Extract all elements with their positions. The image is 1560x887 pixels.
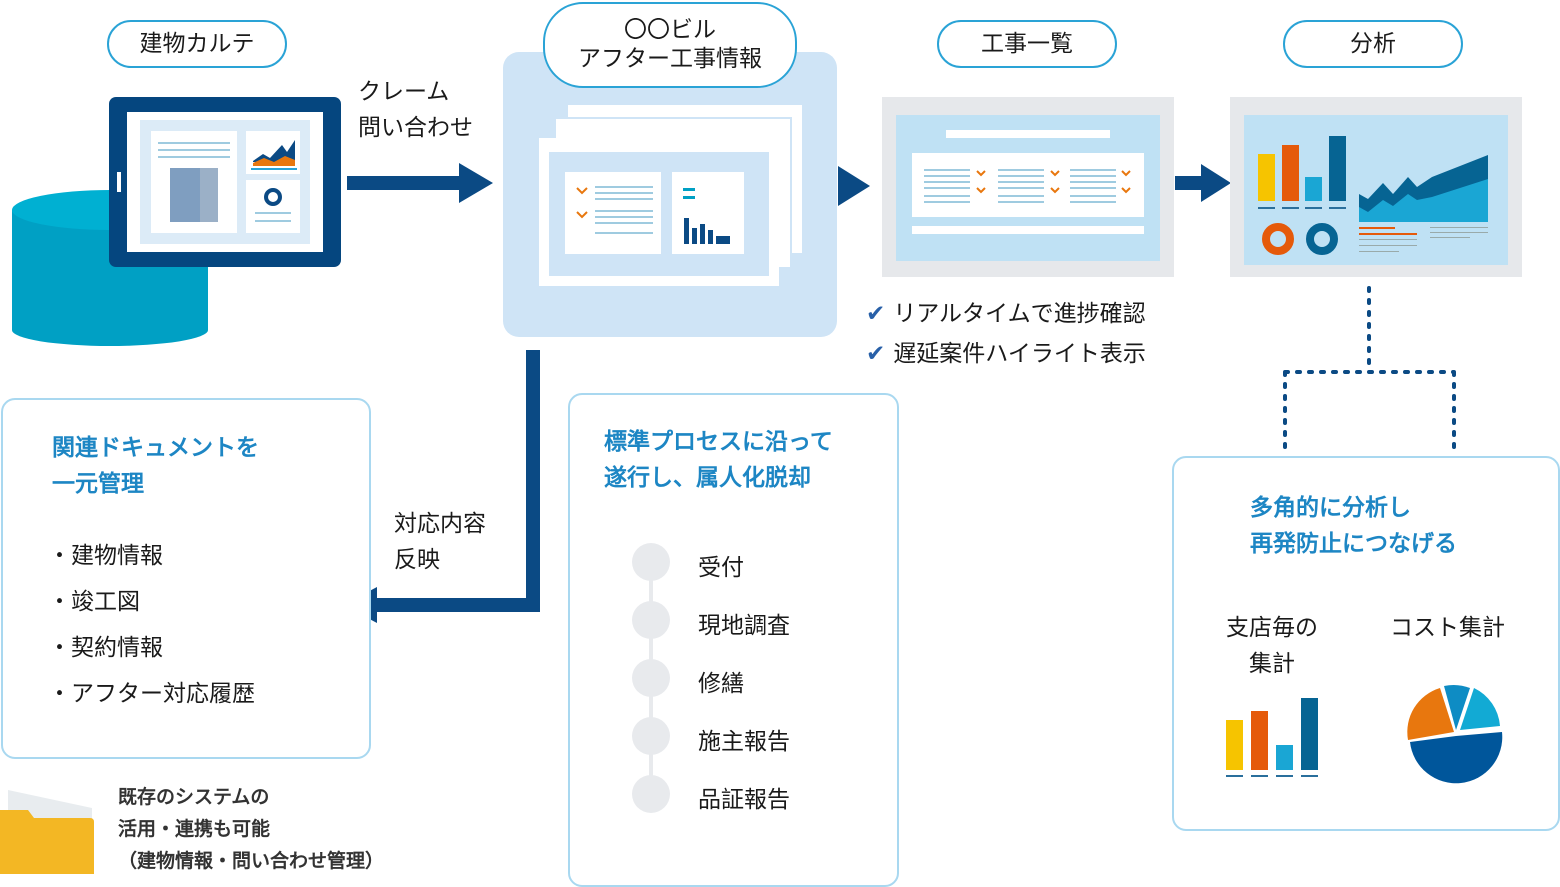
process-step: 品証報告	[698, 787, 790, 813]
claim-label-line: 問い合わせ	[358, 115, 473, 141]
step-dot	[632, 775, 670, 813]
pill-label: 分析	[1350, 30, 1396, 57]
process-step: 受付	[698, 555, 744, 581]
documents-box	[1, 398, 371, 759]
reflect-label-line: 対応内容	[394, 511, 486, 537]
legacy-note: 既存のシステムの 活用・連携も可能 （建物情報・問い合わせ管理）	[118, 781, 384, 877]
feature-delay-highlight: ✔ 遅延案件ハイライト表示	[866, 334, 1146, 368]
pill-label: 建物カルテ	[139, 30, 255, 57]
step-dot	[632, 717, 670, 755]
feature-realtime: ✔ リアルタイムで進捗確認	[866, 294, 1146, 328]
pill-analysis: 分析	[1283, 20, 1463, 68]
tablet-icon	[109, 97, 341, 267]
arrow-right-icon	[838, 166, 870, 206]
database-tablet-illustration	[12, 97, 341, 346]
branch-summary-label: 支店毎の集計	[1214, 610, 1330, 682]
process-heading: 標準プロセスに沿って遂行し、属人化脱却	[604, 424, 833, 496]
check-icon: ✔	[866, 341, 886, 367]
cost-summary-label: コスト集計	[1390, 615, 1505, 641]
pill-label: 〇〇ビル	[624, 17, 716, 44]
claim-label-line: クレーム	[358, 79, 450, 105]
document-item: ・竣工図	[48, 589, 140, 615]
heading-line: 標準プロセスに沿って	[604, 429, 833, 455]
document-item: ・建物情報	[48, 543, 163, 569]
label-line: 集計	[1249, 651, 1295, 677]
document-item-label: アフター対応履歴	[71, 681, 255, 707]
document-item: ・アフター対応履歴	[48, 681, 255, 707]
heading-line: 再発防止につなげる	[1250, 531, 1457, 557]
process-step: 現地調査	[698, 613, 790, 639]
legacy-note-line: （建物情報・問い合わせ管理）	[118, 850, 385, 872]
heading-line: 遂行し、属人化脱却	[604, 465, 811, 491]
document-item-label: 建物情報	[71, 543, 163, 569]
pie-chart-icon	[1407, 684, 1503, 784]
label-line: 支店毎の	[1226, 615, 1318, 641]
dotted-connector	[1283, 286, 1456, 454]
arrow-reflect-icon	[343, 350, 540, 623]
check-icon: ✔	[866, 301, 886, 327]
feature-label: 遅延案件ハイライト表示	[893, 341, 1146, 367]
step-dot	[632, 601, 670, 639]
pill-work-list: 工事一覧	[937, 20, 1117, 68]
folder-icon	[0, 790, 94, 874]
document-item-label: 竣工図	[71, 589, 140, 615]
feature-label: リアルタイムで進捗確認	[893, 301, 1146, 327]
document-item-label: 契約情報	[71, 635, 163, 661]
pill-after-work-info: 〇〇ビル アフター工事情報	[543, 2, 797, 88]
heading-line: 関連ドキュメントを	[52, 435, 259, 461]
process-step: 修繕	[698, 671, 744, 697]
bar-chart-icon	[1226, 698, 1318, 777]
analysis-dashboard-illustration	[1230, 97, 1522, 277]
reflect-label-line: 反映	[394, 547, 440, 573]
heading-line: 多角的に分析し	[1250, 495, 1411, 521]
after-work-documents-illustration	[503, 52, 837, 337]
arrow-right-icon	[347, 163, 493, 203]
document-item: ・契約情報	[48, 635, 163, 661]
process-step: 施主報告	[698, 729, 790, 755]
arrow-right-icon	[1175, 164, 1231, 202]
pill-label: 工事一覧	[981, 30, 1073, 57]
analysis-heading: 多角的に分析し再発防止につなげる	[1250, 490, 1457, 562]
pill-building-karte: 建物カルテ	[107, 20, 287, 68]
step-dot	[632, 659, 670, 697]
heading-line: 一元管理	[52, 471, 144, 497]
step-dot	[632, 543, 670, 581]
reflect-label: 対応内容反映	[394, 506, 486, 578]
work-list-illustration	[882, 97, 1174, 277]
documents-heading: 関連ドキュメントを一元管理	[52, 430, 259, 502]
legacy-note-line: 活用・連携も可能	[118, 818, 271, 840]
legacy-note-line: 既存のシステムの	[118, 786, 270, 808]
claim-label: クレーム問い合わせ	[358, 74, 473, 146]
pill-label: アフター工事情報	[578, 46, 762, 72]
process-box	[568, 393, 899, 887]
